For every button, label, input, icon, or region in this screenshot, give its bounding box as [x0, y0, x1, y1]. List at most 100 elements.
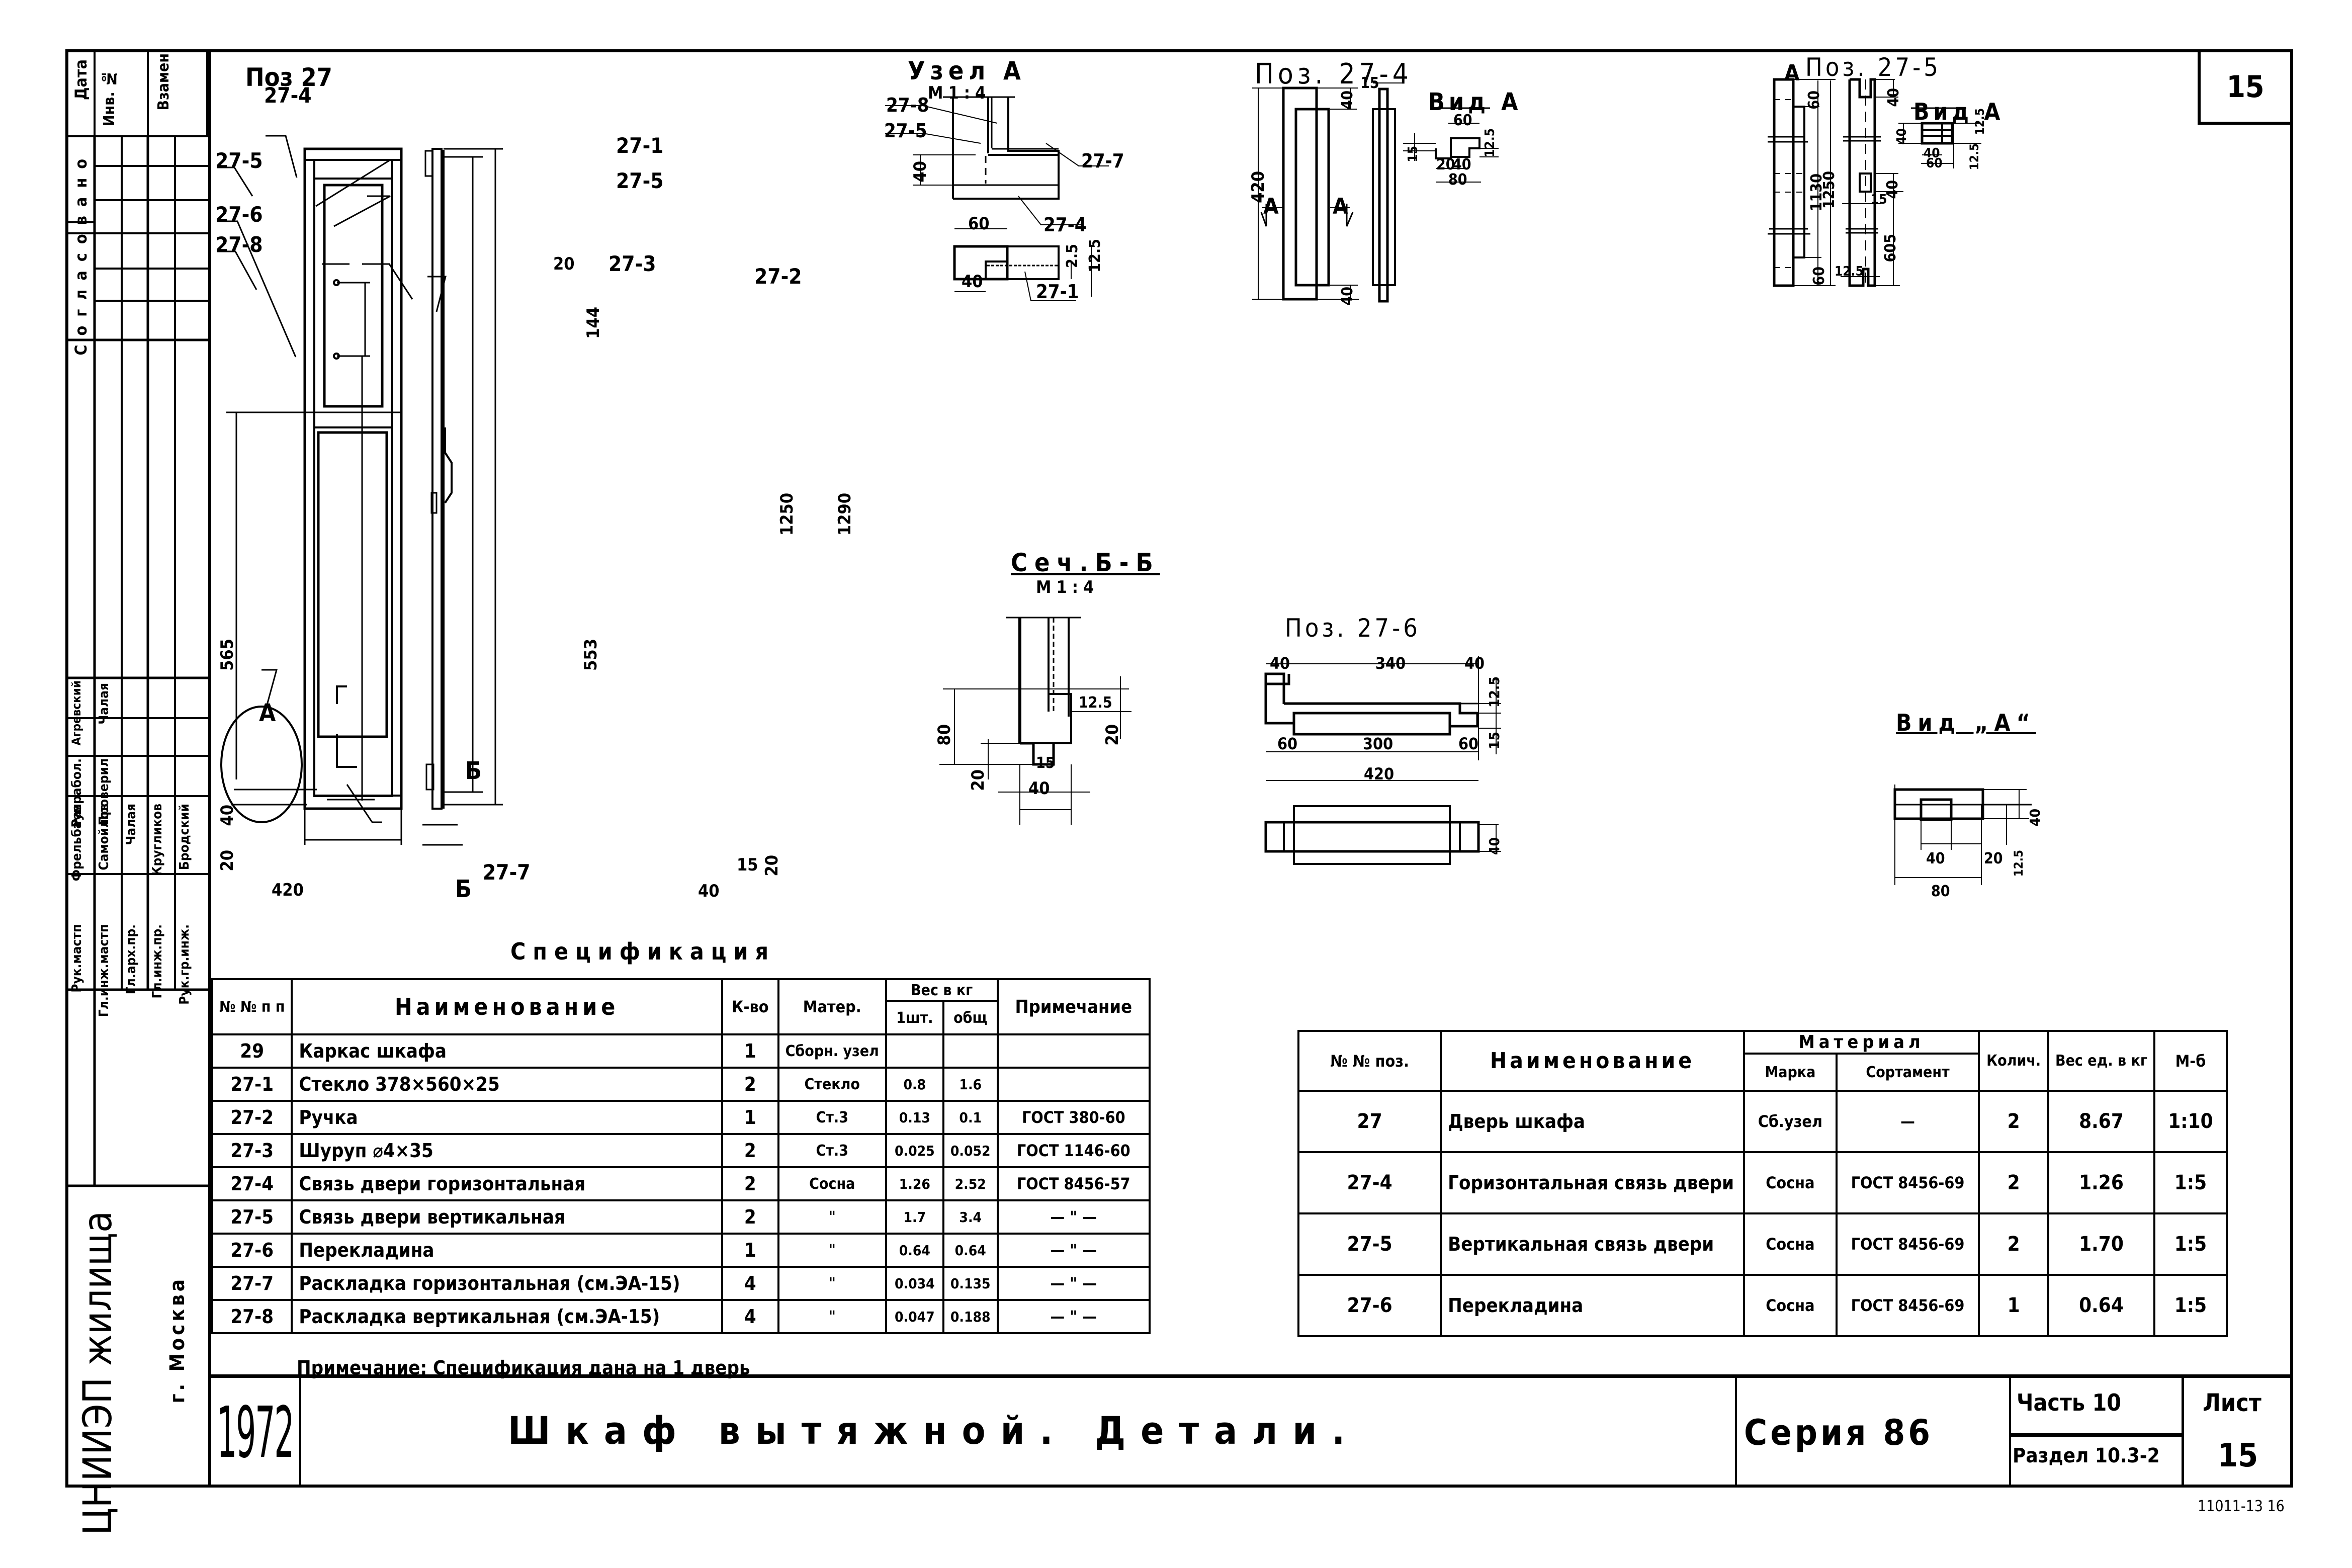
positions-cell-assortment: — — [1835, 1090, 1980, 1153]
spec-cell-mat: Сосна — [777, 1166, 887, 1201]
positions-cell-scale: 1:5 — [2153, 1212, 2228, 1276]
spec-cell-wt: 0.188 — [942, 1299, 999, 1334]
spec-cell-num: 27-5 — [211, 1199, 293, 1235]
section-bb-dim-40: 40 — [1028, 778, 1050, 799]
section-bb-dim-12-5: 12.5 — [1079, 694, 1112, 712]
spec-cell-mat: Ст.3 — [777, 1100, 887, 1135]
sheet-number-top: 15 — [2226, 69, 2264, 105]
dim-553: 553 — [581, 639, 601, 671]
callout-27-3: 27-3 — [608, 251, 656, 276]
positions-cell-grade: Сосна — [1743, 1212, 1838, 1276]
section-bb-scale: М1:4 — [1036, 577, 1099, 597]
positions-table: № № поз. Наименование Материал Колич. Ве… — [1297, 1030, 2228, 1337]
spec-cell-mat: Сборн. узел — [777, 1033, 887, 1069]
spec-cell-qty: 2 — [721, 1166, 779, 1201]
positions-cell-grade: Сосна — [1743, 1151, 1838, 1214]
dim-side-15: 15 — [737, 855, 758, 875]
dim-20: 20 — [217, 850, 237, 872]
door-drawing — [217, 135, 503, 846]
spec-cell-w1: 1.26 — [885, 1166, 944, 1201]
spec-cell-wt: 1.6 — [942, 1067, 999, 1102]
dim-side-20: 20 — [762, 855, 782, 877]
pos-27-4-view-dim-20: 20 — [1436, 156, 1455, 173]
spec-cell-num: 27-7 — [211, 1266, 293, 1301]
pos-27-6-dim-60-left: 60 — [1277, 734, 1298, 753]
stamp-role-develop: Разрабол. — [69, 758, 84, 828]
spec-cell-w1: 0.047 — [885, 1299, 944, 1334]
dim-420: 420 — [272, 880, 304, 900]
pos-27-5-view-dim-60: 60 — [1926, 156, 1943, 171]
positions-cell-weight: 1.70 — [2047, 1212, 2155, 1276]
spec-header-mat: Матер. — [777, 978, 887, 1035]
spec-cell-qty: 2 — [721, 1133, 779, 1168]
pos-27-6-dim-300: 300 — [1363, 734, 1393, 753]
node-a-dim-2-5: 2.5 — [1064, 244, 1081, 268]
title-section: Раздел 10.3-2 — [2013, 1444, 2160, 1467]
spec-cell-w1: 0.025 — [885, 1133, 944, 1168]
positions-header-row: № № поз. Наименование Материал Колич. Ве… — [1297, 1030, 2228, 1092]
spec-cell-qty: 1 — [721, 1033, 779, 1069]
spec-cell-w1 — [885, 1033, 944, 1069]
stamp-role-1: Рук.мастп — [69, 924, 84, 993]
spec-cell-name: Каркас шкафа — [291, 1033, 723, 1069]
spec-cell-w1: 0.8 — [885, 1067, 944, 1102]
positions-cell-num: 27 — [1297, 1090, 1442, 1153]
spec-cell-wt: 0.64 — [942, 1233, 999, 1268]
section-bb-title: Сеч.Б-Б — [1011, 548, 1160, 577]
sheet-number-box: 15 — [2198, 49, 2293, 125]
bottom-code: 11011-13 16 — [2198, 1498, 2285, 1515]
spec-cell-name: Раскладка вертикальная (см.ЭА-15) — [291, 1299, 723, 1334]
pos-27-6-dim-40-left: 40 — [1270, 654, 1290, 673]
positions-cell-assortment: ГОСТ 8456-69 — [1835, 1212, 1980, 1276]
spec-cell-note: ГОСТ 380-60 — [996, 1100, 1151, 1135]
spec-header-note: Примечание — [996, 978, 1151, 1035]
node-a-title: Узел А — [908, 56, 1026, 85]
positions-cell-grade: Сб.узел — [1743, 1090, 1838, 1153]
section-mark-b-bottom: Б — [455, 875, 472, 903]
section-bb-dim-20b: 20 — [1102, 724, 1122, 746]
spec-cell-qty: 2 — [721, 1199, 779, 1235]
spec-cell-mat: Стекло — [777, 1067, 887, 1102]
pos-27-6-dim-40-right: 40 — [1464, 654, 1485, 673]
pos-27-4-view-dim-60: 60 — [1453, 112, 1472, 129]
spec-cell-num: 27-8 — [211, 1299, 293, 1334]
pos-27-6-view-dim-40: 40 — [1926, 850, 1945, 867]
pos-27-5-mark-a: А — [1784, 60, 1800, 86]
positions-cell-assortment: ГОСТ 8456-69 — [1835, 1274, 1980, 1337]
positions-cell-name: Горизонтальная связь двери — [1440, 1151, 1745, 1214]
spec-cell-name: Раскладка горизонтальная (см.ЭА-15) — [291, 1266, 723, 1301]
pos-27-4-dim-40-bottom: 40 — [1339, 287, 1356, 306]
pos-27-6-dim-15: 15 — [1486, 732, 1503, 750]
title-main: Шкаф вытяжной. Детали. — [508, 1408, 1360, 1453]
section-bb-drawing — [939, 617, 1131, 825]
org-name: ЦНИИЭП жилища — [75, 1211, 121, 1535]
node-a-scale: М1:4 — [928, 83, 991, 103]
stamp-name-3: Чалая — [124, 804, 139, 845]
pos-27-5-dim-1250: 1250 — [1820, 171, 1838, 209]
dim-40: 40 — [217, 805, 237, 826]
title-year: 1972 — [217, 1391, 294, 1474]
callout-27-1: 27-1 — [616, 133, 664, 158]
pos-27-4-drawing — [1252, 82, 1499, 303]
positions-cell-name: Дверь шкафа — [1440, 1090, 1745, 1153]
spec-cell-note — [996, 1067, 1151, 1102]
pos-27-4-view-dim-12-5: 12.5 — [1483, 128, 1498, 157]
positions-cell-qty: 2 — [1978, 1151, 2050, 1214]
spec-cell-name: Перекладина — [291, 1233, 723, 1268]
section-bb-dim-20a: 20 — [968, 769, 988, 791]
pos-27-6-drawing — [1264, 656, 1501, 865]
section-mark-b-top: Б — [465, 757, 482, 785]
node-a-callout-27-1: 27-1 — [1036, 281, 1079, 303]
section-bb-dim-80: 80 — [934, 724, 954, 746]
spec-cell-wt — [942, 1033, 999, 1069]
spec-cell-num: 27-2 — [211, 1100, 293, 1135]
spec-table: № № п п Наименование К-во Матер. Вес в к… — [211, 978, 1151, 1334]
pos-27-6-dim-40-height: 40 — [1486, 837, 1503, 855]
title-part: Часть 10 — [2017, 1389, 2122, 1416]
spec-header-wt: общ — [942, 1000, 999, 1035]
